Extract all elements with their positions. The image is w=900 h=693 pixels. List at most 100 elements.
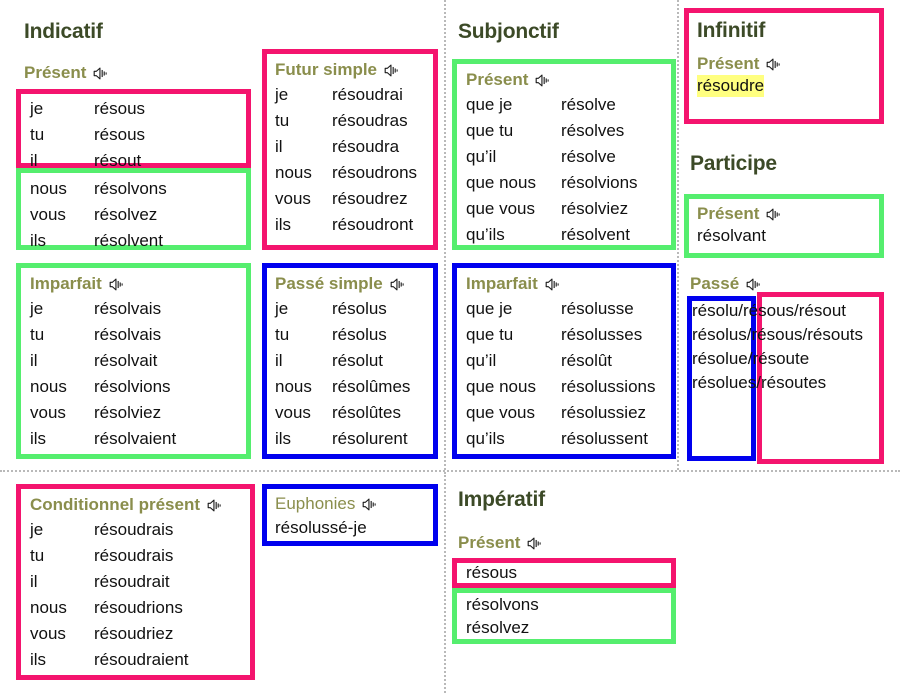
pronoun: vous [275,403,311,422]
verb-form: résolviez [94,403,162,422]
verb-form: résolus/résous/résouts [692,325,864,344]
speaker-icon[interactable] [766,57,781,71]
tense-heading-subjonctif-imparfait: Imparfait [466,275,671,292]
conjugation-box-imperatif-plural[interactable]: résolvons résolvez [452,588,676,644]
speaker-icon[interactable] [766,207,781,221]
speaker-icon[interactable] [390,277,405,291]
tense-heading-infinitif-present: Présent [697,55,879,72]
conjugation-row: ils résoudront [275,212,433,238]
conjugation-box-participe-present[interactable]: Présent résolvant [684,194,884,258]
conjugation-box-participe-passe-pink[interactable] [757,292,884,464]
verb-form: résoudrions [94,598,183,617]
mood-title-infinitif: Infinitif [697,19,766,42]
pronoun: que tu [466,121,514,140]
speaker-icon[interactable] [93,66,108,80]
verb-form: résolvons [466,595,539,614]
verb-form: résoudriez [94,624,174,643]
tense-label: Présent [24,63,87,82]
verb-form: résolvais [94,325,162,344]
pronoun: qu’il [466,351,497,370]
verb-form: résoudrais [94,546,174,565]
tense-heading-futur-simple: Futur simple [275,61,433,78]
speaker-icon[interactable] [207,498,222,512]
tense-label: Futur simple [275,60,378,79]
verb-form: résolves [561,121,625,140]
verb-form: résolusse [561,299,634,318]
pronoun: qu’ils [466,429,505,448]
pronoun: je [30,299,44,318]
pronoun: que nous [466,173,536,192]
verb-form: résolvions [561,173,638,192]
verb-form: résoudrons [332,163,418,182]
tense-heading-participe-passe: Passé [690,275,761,292]
verb-form: résolvais [94,299,162,318]
speaker-icon[interactable] [535,73,550,87]
conjugation-row: résolue/résoute [692,347,892,371]
conjugation-row: résous [457,563,671,583]
verb-form: résolussions [561,377,656,396]
verb-form: résolviez [561,199,629,218]
participe-passe-forms: résolu/résous/résout résolus/résous/réso… [692,299,892,395]
speaker-icon[interactable] [384,63,399,77]
conjugation-box-imperatif-singular[interactable]: résous [452,558,676,588]
speaker-icon[interactable] [746,277,761,291]
tense-label: Imparfait [466,274,538,293]
verb-form: résolvez [466,618,530,637]
pronoun: vous [30,205,66,224]
conjugation-box-participe-passe-blue[interactable] [687,296,756,461]
pronoun: il [30,351,38,370]
conjugation-row: nous résoudrons [275,160,433,186]
pronoun: ils [275,215,292,234]
pronoun: nous [275,377,312,396]
verb-form: résolve [561,147,616,166]
verb-form: résolus [332,299,387,318]
speaker-icon[interactable] [362,497,377,511]
pronoun: je [30,520,44,539]
pronoun: que vous [466,199,535,218]
verb-form: résolvons [94,179,167,198]
verb-form: résolues/résoutes [692,373,827,392]
speaker-icon[interactable] [109,277,124,291]
conjugation-row: je résolus [275,296,433,322]
tense-label: Présent [458,533,521,552]
conjugation-row: résoudre [697,75,879,97]
conjugation-box-infinitif[interactable]: Infinitif Présent résoudre [684,8,884,124]
tense-heading-passe-simple: Passé simple [275,275,433,292]
mood-title-participe: Participe [690,152,777,175]
verb-form: résoudront [332,215,414,234]
verb-form: résoudrez [332,189,408,208]
tense-label: Présent [697,204,760,223]
pronoun: je [275,299,289,318]
speaker-icon[interactable] [527,536,542,550]
pronoun: nous [275,163,312,182]
pronoun: je [30,99,44,118]
column-separator-3 [444,472,446,693]
pronoun: vous [30,624,66,643]
conjugation-box-euphonies[interactable]: Euphonies résolussé-je [262,484,438,546]
speaker-icon[interactable] [545,277,560,291]
pronoun: il [30,151,38,170]
